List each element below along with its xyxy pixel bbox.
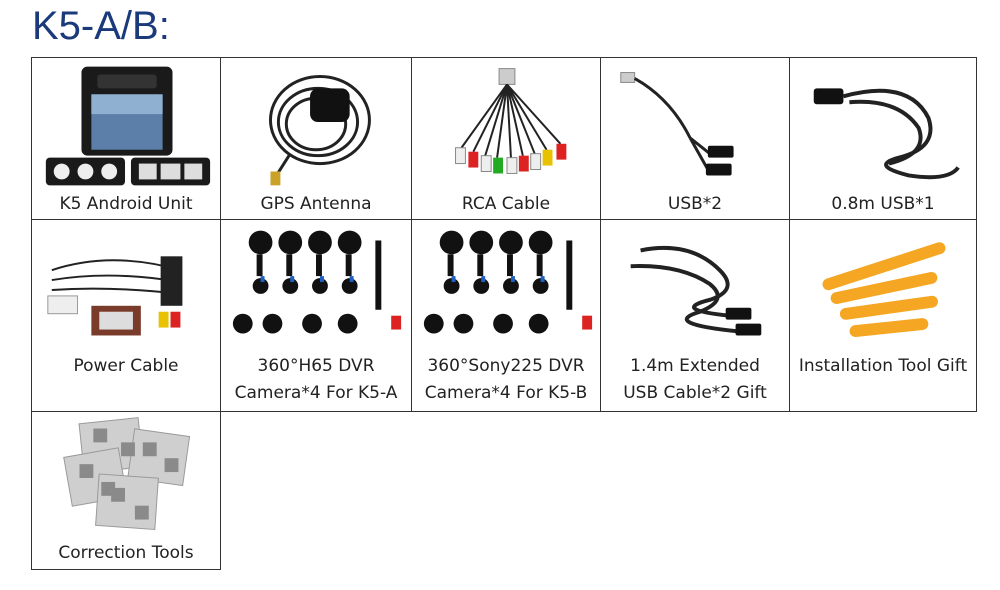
item-extended-usb: 1.4m Extended USB Cable*2 Gift (600, 219, 790, 412)
item-label: USB*2 (667, 194, 723, 214)
item-sony225-camera: 360°Sony225 DVR Camera*4 For K5-B (411, 219, 601, 412)
item-label: Installation Tool Gift (798, 356, 968, 376)
correction-tools-image (32, 412, 220, 544)
item-label: 0.8m USB*1 (831, 194, 935, 214)
item-correction-tools: Correction Tools (31, 411, 221, 570)
item-label: 360°H65 DVR Camera*4 For K5-A (234, 356, 398, 403)
item-gps-antenna: GPS Antenna (220, 57, 412, 220)
item-label: Power Cable (73, 356, 179, 376)
item-h65-camera: 360°H65 DVR Camera*4 For K5-A (220, 219, 412, 412)
sony225-camera-image (412, 220, 600, 352)
rca-cable-image (412, 58, 600, 190)
page-title: K5-A/B: (32, 4, 170, 48)
item-label: K5 Android Unit (59, 194, 193, 214)
item-installation-tool: Installation Tool Gift (789, 219, 977, 412)
item-label: Correction Tools (58, 543, 194, 563)
android-unit-image (32, 58, 220, 190)
item-label: 1.4m Extended USB Cable*2 Gift (623, 356, 767, 403)
power-cable-image (32, 220, 220, 352)
item-label: 360°Sony225 DVR Camera*4 For K5-B (424, 356, 588, 403)
item-label: GPS Antenna (260, 194, 372, 214)
item-usb-2: USB*2 (600, 57, 790, 220)
item-usb-0-8m: 0.8m USB*1 (789, 57, 977, 220)
gps-antenna-image (221, 58, 411, 190)
item-android-unit: K5 Android Unit (31, 57, 221, 220)
item-rca-cable: RCA Cable (411, 57, 601, 220)
usb-extension-image (790, 58, 976, 190)
extended-usb-image (601, 220, 789, 352)
item-label: RCA Cable (461, 194, 551, 214)
item-power-cable: Power Cable (31, 219, 221, 412)
usb-cable-image (601, 58, 789, 190)
installation-tool-image (790, 220, 976, 352)
h65-camera-image (221, 220, 411, 352)
